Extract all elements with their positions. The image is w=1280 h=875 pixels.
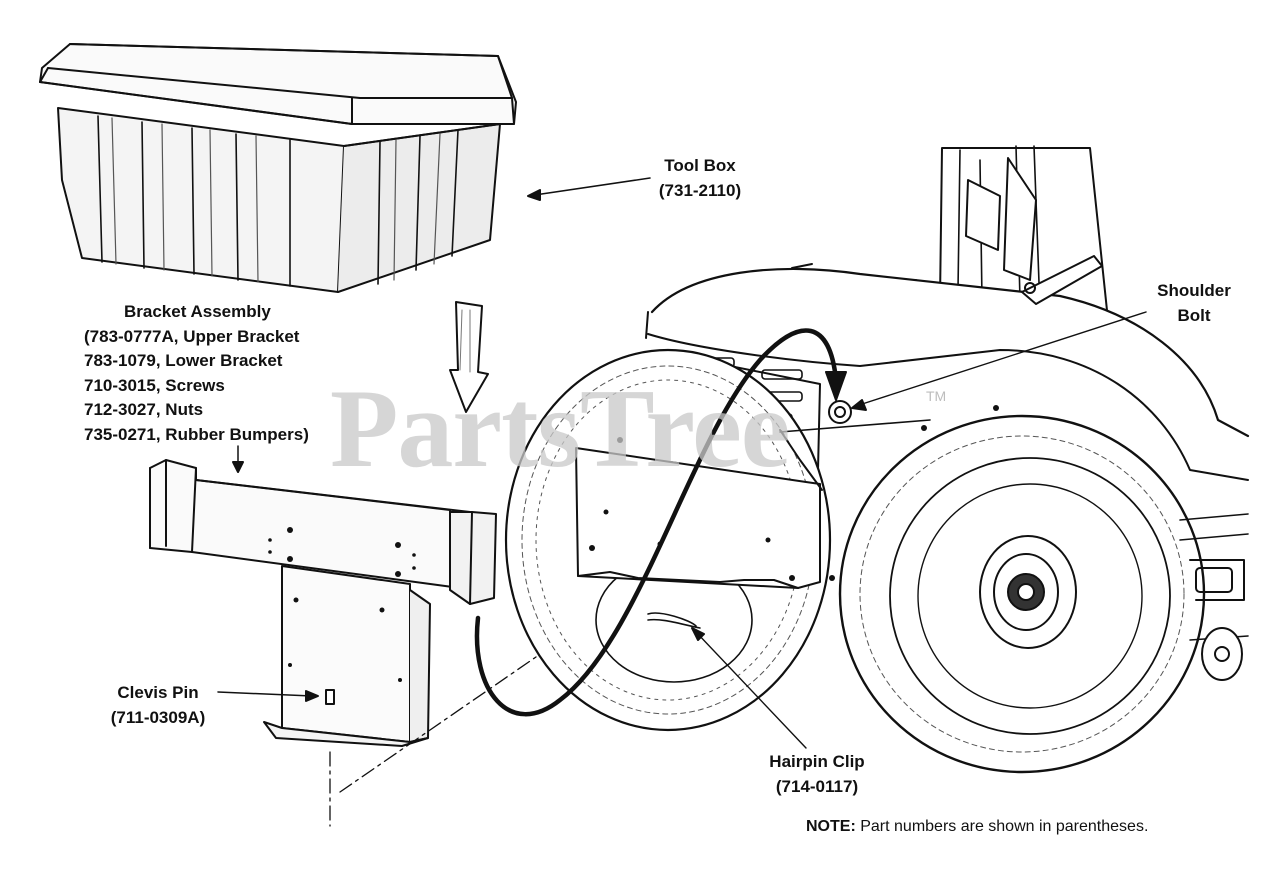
note-text: Part numbers are shown in parentheses.	[855, 818, 1149, 835]
part-number-note: NOTE: Part numbers are shown in parenthe…	[806, 818, 1148, 836]
tool-box-leader	[527, 177, 651, 201]
shoulder-bolt-label: Shoulder Bolt	[1142, 279, 1246, 328]
tool-box-drawing	[39, 43, 517, 293]
tool-box-name: Tool Box	[664, 156, 736, 175]
clevis-pin-name: Clevis Pin	[117, 683, 199, 702]
installation-route	[474, 328, 839, 717]
bracket-screws-part: 710-3015, Screws	[84, 375, 225, 395]
tractor-drawing	[504, 145, 1250, 774]
note-prefix: NOTE:	[806, 818, 856, 835]
bracket-assembly-title: Bracket Assembly	[124, 302, 271, 321]
watermark-trademark: TM	[926, 388, 947, 404]
bracket-nuts-part: 712-3027, Nuts	[84, 400, 204, 419]
hairpin-clip-name: Hairpin Clip	[769, 752, 865, 771]
hairpin-clip-part-number: (714-0117)	[775, 776, 859, 796]
clevis-pin-label: Clevis Pin (711-0309A)	[96, 681, 220, 730]
bracket-assembly-drawing	[149, 459, 497, 747]
hairpin-clip-part	[647, 612, 701, 629]
hairpin-clip-label: Hairpin Clip (714-0117)	[752, 750, 882, 799]
bracket-bumpers-part: 735-0271, Rubber Bumpers)	[84, 424, 309, 444]
bracket-upper-part: (783-0777A, Upper Bracket	[84, 326, 300, 346]
clevis-pin-part-number: (711-0309A)	[110, 707, 206, 727]
bracket-lower-part: 783-1079, Lower Bracket	[84, 351, 283, 370]
tool-box-part-number: (731-2110)	[658, 180, 742, 200]
bracket-assembly-label: Bracket Assembly (783-0777A, Upper Brack…	[84, 300, 309, 447]
parts-tree-watermark: PartsTree	[330, 367, 791, 491]
shoulder-bolt-line2: Bolt	[1177, 305, 1211, 325]
tool-box-label: Tool Box (731-2110)	[648, 154, 752, 203]
install-arrow	[449, 301, 489, 413]
shoulder-bolt-line1: Shoulder	[1157, 281, 1231, 300]
